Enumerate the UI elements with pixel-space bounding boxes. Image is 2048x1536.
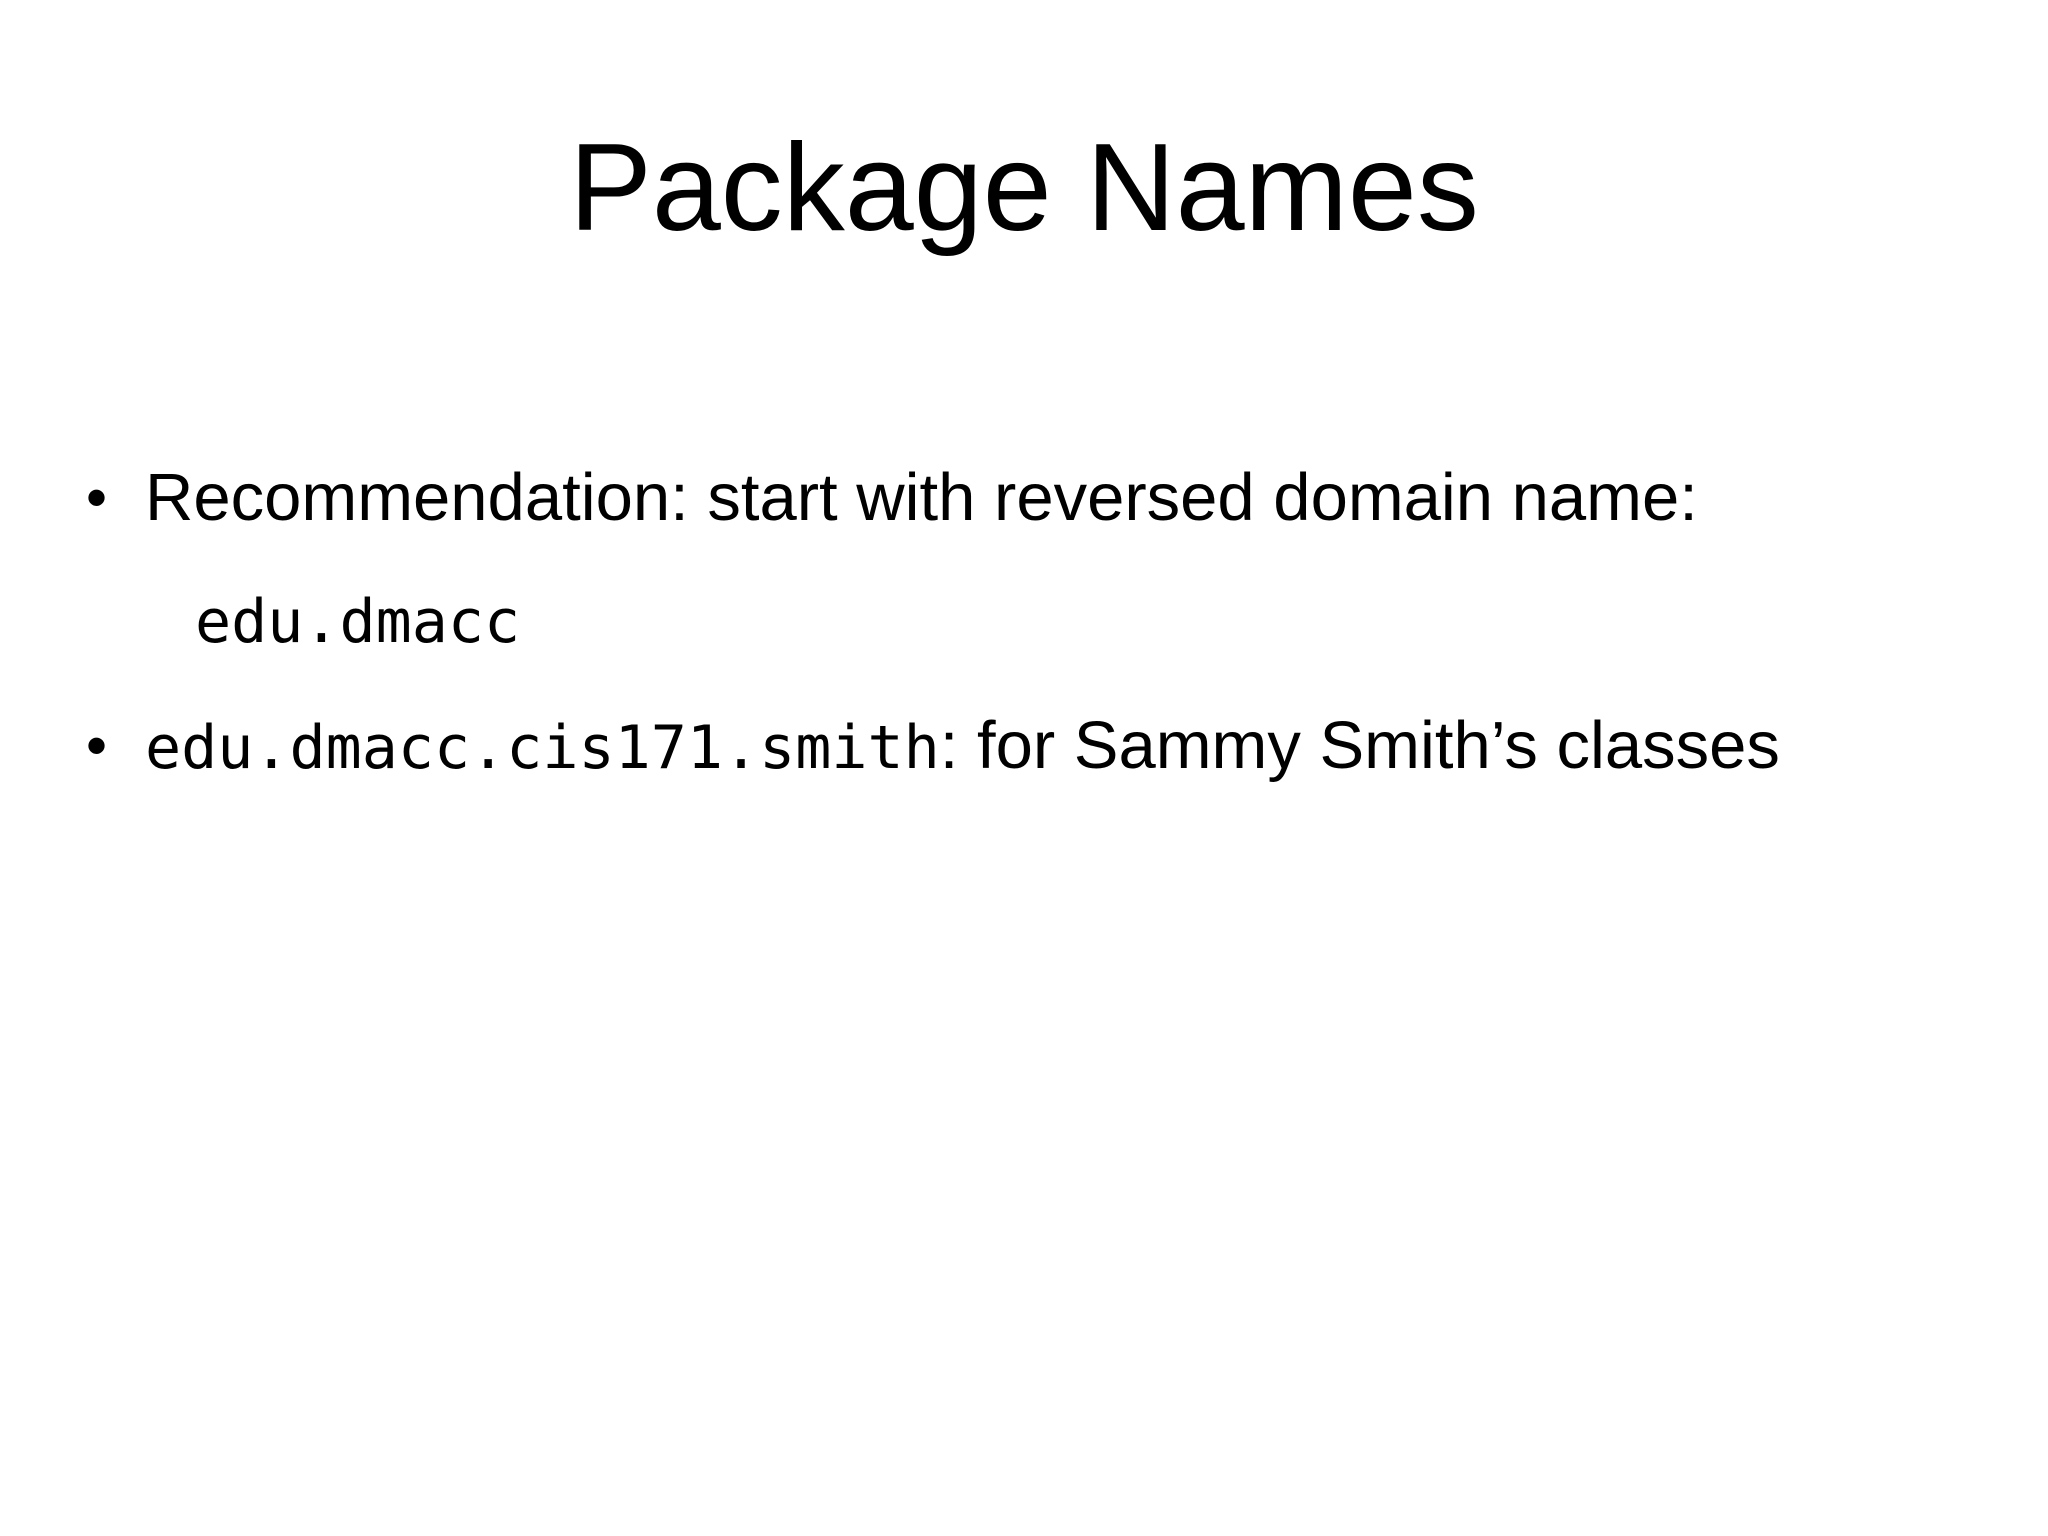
code-example: edu.dmacc [195,587,521,657]
package-name-code: edu.dmacc.cis171.smith [145,713,940,783]
bullet-icon: • [86,712,108,779]
bullet-content: edu.dmacc.cis171.smith: for Sammy Smith’… [145,706,1780,788]
slide-title: Package Names [569,119,1479,257]
bullet-text: Recommendation: start with reversed doma… [145,460,1698,535]
bullet-text: : for Sammy Smith’s classes [939,708,1780,783]
bullet-icon: • [86,464,108,531]
